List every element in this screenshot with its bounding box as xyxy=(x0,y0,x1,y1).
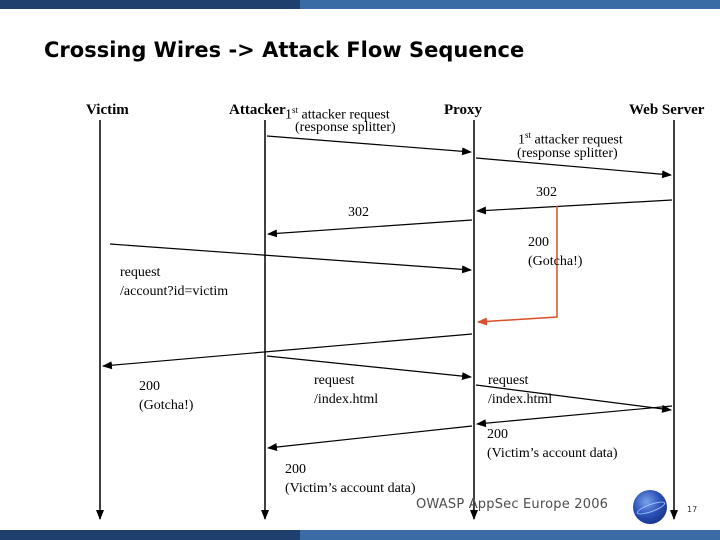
msg1-label-line1: 1st attacker request xyxy=(285,105,390,123)
arrow-victim-to-proxy-request xyxy=(109,243,472,274)
msg9-label-line1: request xyxy=(488,373,529,388)
msg10-label-line1: 200 xyxy=(487,427,508,442)
arrow-proxy-to-attacker-200 xyxy=(267,425,473,452)
arrow-proxy-to-victim-200 xyxy=(102,333,473,370)
actor-proxy: Proxy xyxy=(444,102,483,118)
msg5-label-line2: (Gotcha!) xyxy=(528,254,583,269)
msg8-label-line2: /index.html xyxy=(314,392,379,407)
owasp-globe-logo xyxy=(633,490,667,524)
msg7-label-line1: 200 xyxy=(139,379,160,394)
msg7-label-line2: (Gotcha!) xyxy=(139,398,194,413)
actor-victim: Victim xyxy=(86,102,129,118)
top-bar xyxy=(0,0,720,9)
msg2-label-line2: (response splitter) xyxy=(517,146,618,161)
msg11-label-line1: 200 xyxy=(285,462,306,477)
arrow-attacker-to-proxy-request xyxy=(266,135,472,156)
msg6-label-line2: /account?id=victim xyxy=(120,284,229,299)
msg5-label-line1: 200 xyxy=(528,235,549,250)
arrow-server-to-proxy-200 xyxy=(476,405,673,428)
arrow-attacker-to-proxy-request-index xyxy=(266,355,472,381)
page-number: 17 xyxy=(687,505,698,514)
slide-title: Crossing Wires -> Attack Flow Sequence xyxy=(44,38,525,62)
msg1-label-line2: (response splitter) xyxy=(295,120,396,135)
arrow-proxy-to-attacker-302 xyxy=(267,219,473,238)
msg6-label-line1: request xyxy=(120,265,161,280)
msg9-label-line2: /index.html xyxy=(488,392,553,407)
highlight-path-gotcha xyxy=(477,206,558,326)
arrow-proxy-to-server-request xyxy=(475,157,672,179)
footer-text: OWASP AppSec Europe 2006 xyxy=(416,497,609,512)
msg8-label-line1: request xyxy=(314,373,355,388)
actor-attacker: Attacker xyxy=(229,102,286,118)
msg2-label-line1: 1st attacker request xyxy=(518,130,623,148)
msg10-label-line2: (Victim’s account data) xyxy=(487,446,618,461)
msg4-label: 302 xyxy=(348,205,369,220)
actor-web-server: Web Server xyxy=(629,102,705,118)
msg3-label: 302 xyxy=(536,185,557,200)
msg11-label-line2: (Victim’s account data) xyxy=(285,481,416,496)
arrow-proxy-to-server-request-index xyxy=(475,384,672,413)
bottom-bar xyxy=(0,530,720,540)
arrow-server-to-proxy-302 xyxy=(476,199,673,215)
